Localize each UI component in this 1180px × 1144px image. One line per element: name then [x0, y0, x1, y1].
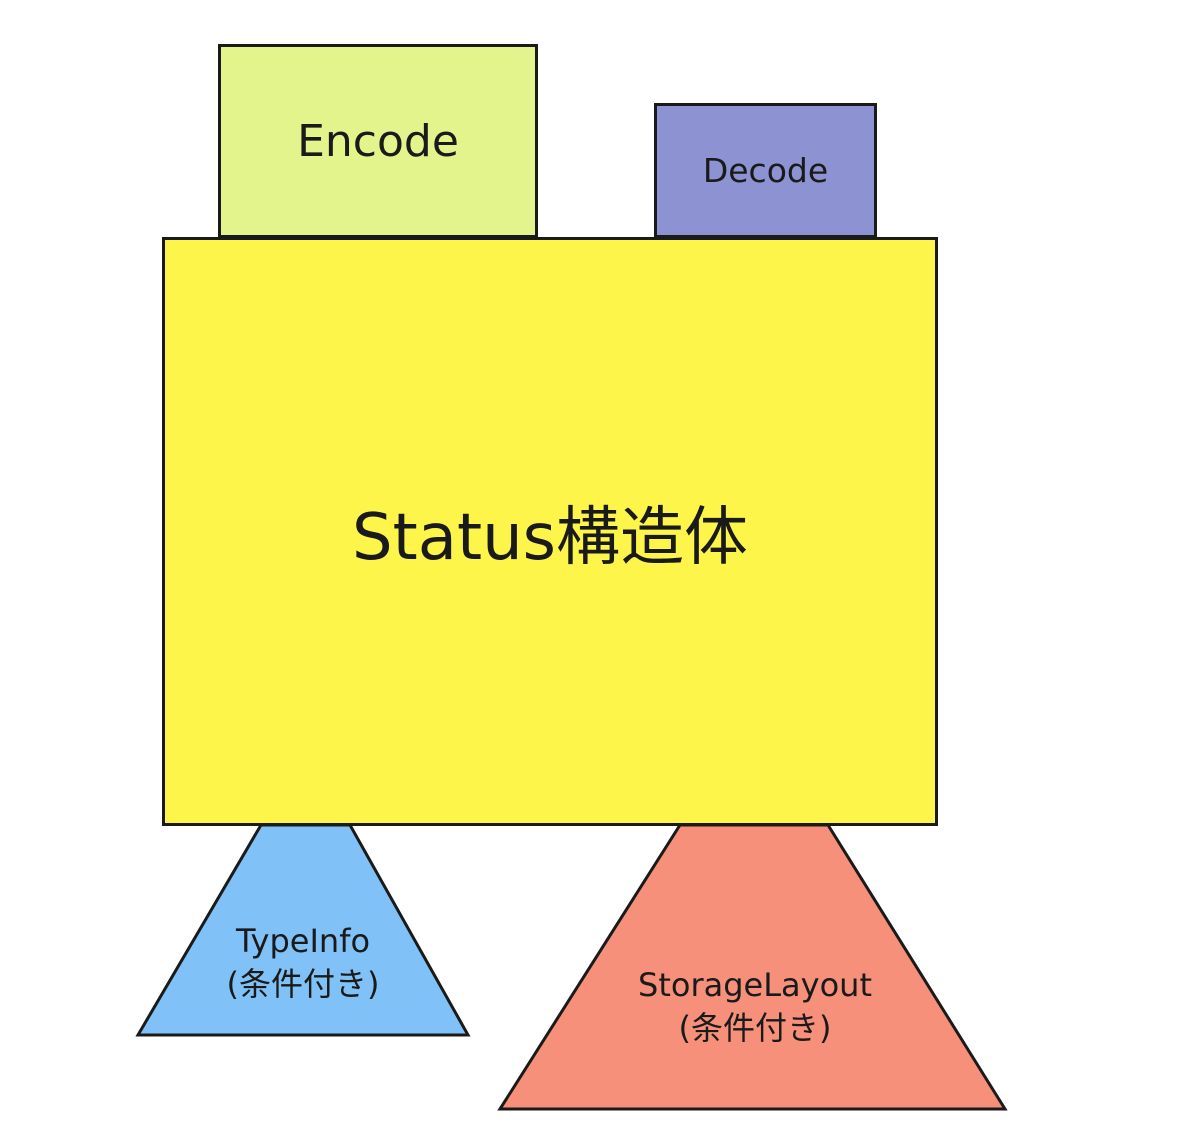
typeinfo-label-line1: TypeInfo [235, 922, 371, 960]
encode-box: Encode [218, 44, 538, 238]
typeinfo-label: TypeInfo (条件付き) [178, 920, 428, 1006]
decode-label: Decode [702, 151, 829, 190]
typeinfo-label-line2: (条件付き) [226, 965, 380, 1004]
encode-label: Encode [297, 115, 459, 167]
status-struct-box: Status構造体 [162, 237, 938, 826]
storage-layout-label-line2: (条件付き) [678, 1009, 832, 1048]
status-struct-label: Status構造体 [352, 500, 748, 575]
decode-box: Decode [654, 103, 877, 238]
storage-layout-label: StorageLayout (条件付き) [590, 964, 920, 1050]
storage-layout-label-line1: StorageLayout [638, 966, 872, 1004]
